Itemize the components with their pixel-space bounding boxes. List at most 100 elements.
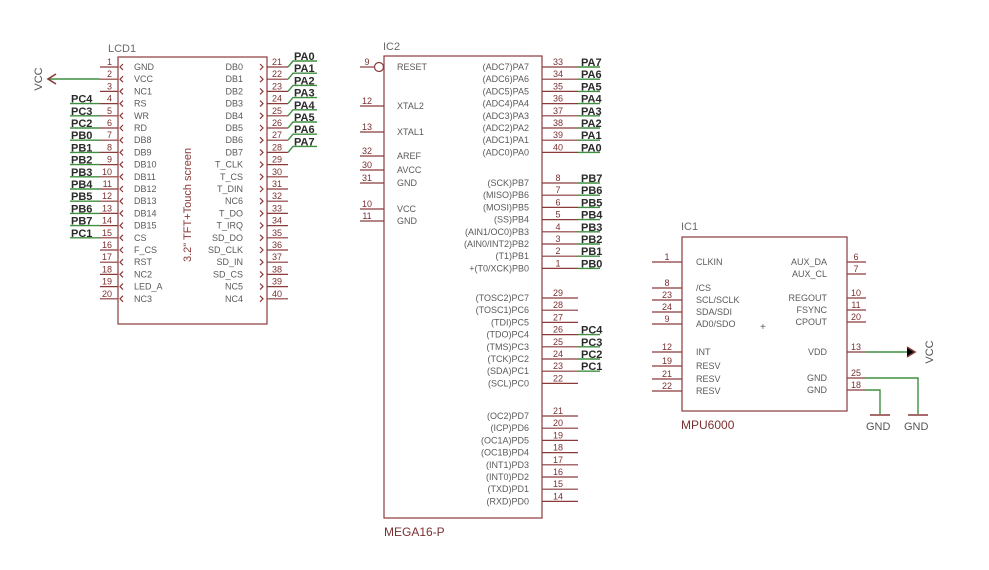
ic2-pin: 21(OC2)PD7: [487, 406, 578, 421]
pin-chevron-icon: [119, 185, 124, 193]
pin-number: 35: [272, 228, 282, 238]
pin-chevron-icon: [119, 295, 124, 303]
pin-name: (ICP)PD6: [490, 423, 529, 433]
pin-number: 29: [553, 288, 563, 298]
pin-number: 12: [362, 96, 372, 106]
pin-number: 1: [555, 258, 560, 268]
net-label: PC4: [581, 325, 603, 337]
pin-name: (TDO)PC4: [487, 330, 530, 340]
ic2-pin: 29(TOSC2)PC7: [476, 288, 578, 303]
pin-number: 6: [853, 252, 858, 262]
lcd1-body: [117, 56, 268, 325]
pin-number: 39: [553, 130, 563, 140]
pin-chevron-icon: [259, 246, 264, 254]
pin-name: (ADC5)PA5: [483, 86, 529, 96]
net-label: PB6: [581, 185, 602, 197]
pin-number: 20: [851, 312, 861, 322]
pin-name: DB13: [134, 196, 157, 206]
pin-name: AUX_CL: [792, 269, 827, 279]
pin-name: DB7: [225, 147, 243, 157]
pin-chevron-icon: [119, 222, 124, 230]
pin-name: DB8: [134, 135, 152, 145]
pin-number: 33: [272, 203, 282, 213]
pin-number: 10: [362, 199, 372, 209]
net-label: PA7: [294, 136, 315, 148]
pin-name: NC2: [134, 269, 152, 279]
pin-number: 2: [555, 246, 560, 256]
pin-name: SCL/SCLK: [696, 295, 740, 305]
pin-number: 25: [553, 337, 563, 347]
pin-number: 38: [272, 264, 282, 274]
pin-name: (AIN0/INT2)PB2: [464, 239, 529, 249]
pin-number: 5: [555, 210, 560, 220]
net-label: PC3: [581, 337, 602, 349]
pin-number: 24: [553, 349, 563, 359]
net-wire: [287, 109, 317, 117]
gnd-wire-18: [866, 389, 881, 414]
vcc-arrow-icon: [906, 346, 917, 358]
pin-number: 18: [102, 264, 112, 274]
pin-number: 9: [664, 314, 669, 324]
pin-chevron-icon: [259, 87, 264, 95]
pin-chevron-icon: [119, 197, 124, 205]
net-wire: [287, 84, 317, 92]
net-label: PA4: [581, 94, 602, 106]
pin-name: NC5: [225, 282, 243, 292]
pin-number: 31: [272, 179, 282, 189]
pin-number: 8: [107, 142, 112, 152]
pin-name: (INT1)PD3: [486, 460, 529, 470]
pin-name: AREF: [397, 151, 422, 161]
pin-number: 10: [851, 288, 861, 298]
pin-number: 6: [555, 197, 560, 207]
pin-number: 32: [272, 191, 282, 201]
pin-chevron-icon: [119, 234, 124, 242]
pin-number: 12: [662, 342, 672, 352]
pin-name: (SCL)PC0: [488, 378, 529, 388]
pin-name: (MOSI)PB5: [483, 202, 529, 212]
pin-name: (ADC1)PA1: [483, 135, 529, 145]
pin-name: RST: [134, 257, 153, 267]
net-label: PA7: [581, 57, 602, 69]
pin-number: 1: [664, 252, 669, 262]
pin-name: AUX_DA: [791, 257, 827, 267]
pin-chevron-icon: [259, 173, 264, 181]
pin-name: DB6: [225, 135, 243, 145]
inverted-input-icon: [373, 61, 385, 73]
net-wire: [287, 133, 317, 141]
lcd1-value: 3.2" TFT+Touch screen: [182, 148, 194, 262]
pin-number: 40: [272, 289, 282, 299]
pin-name: RS: [134, 99, 147, 109]
pin-number: 19: [553, 430, 563, 440]
net-label: PC4: [71, 94, 93, 106]
ic2-pin: 20(ICP)PD6: [490, 418, 578, 433]
pin-number: 7: [853, 264, 858, 274]
net-wire: [287, 96, 317, 105]
net-label: PB2: [581, 234, 602, 246]
pin-chevron-icon: [259, 295, 264, 303]
ic1-pin: 8/CS: [652, 278, 711, 293]
pin-chevron-icon: [259, 75, 264, 83]
pin-number: 15: [102, 228, 112, 238]
pin-name: SD_DO: [212, 233, 243, 243]
net-label: PA5: [294, 112, 315, 124]
